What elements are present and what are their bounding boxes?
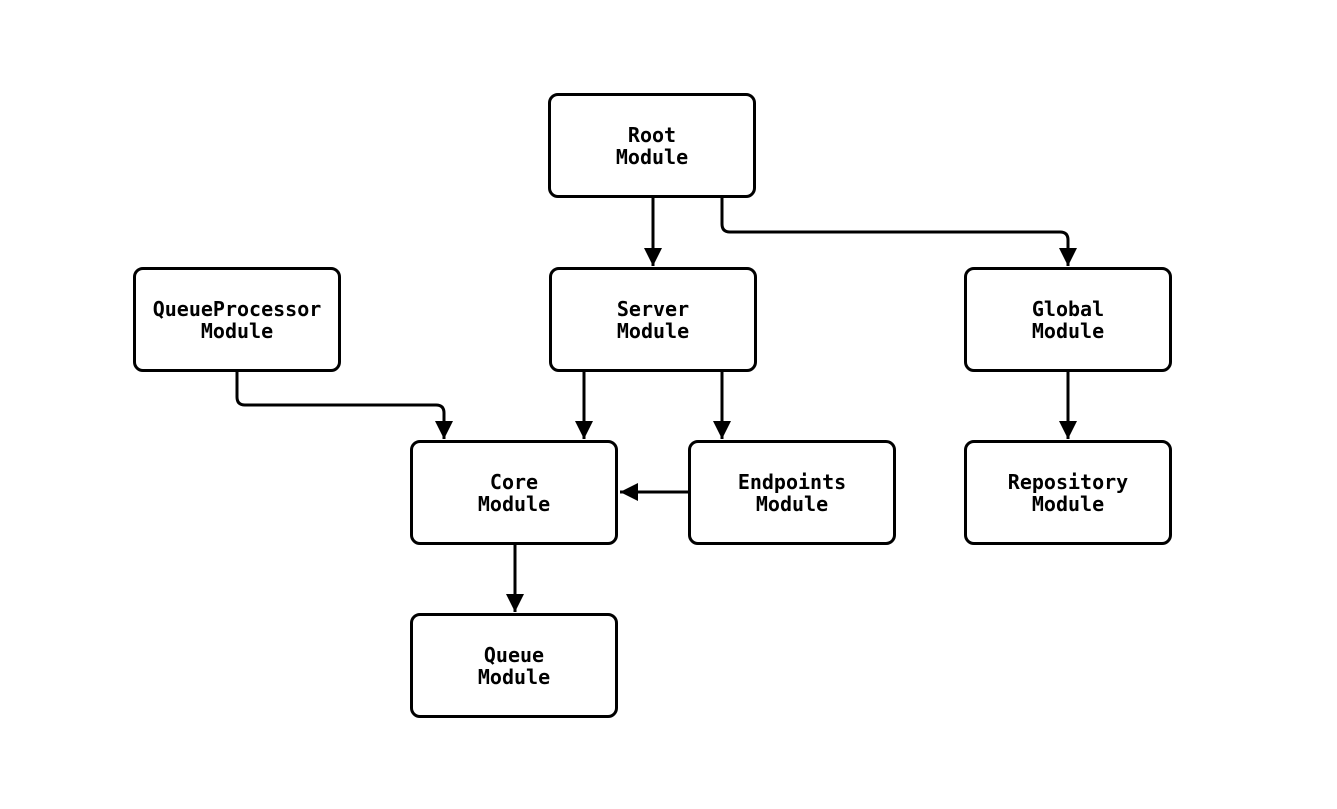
node-queueprocessor-module: QueueProcessor Module (133, 267, 341, 372)
node-label-line: Global (1031, 296, 1105, 321)
edge-root-to-global (720, 197, 1077, 266)
node-label-line: Module (200, 318, 274, 343)
node-label-line: Server (616, 296, 690, 321)
node-label-line: Module (477, 491, 551, 516)
node-root-module: Root Module (548, 93, 756, 198)
node-label-line: Module (616, 318, 690, 343)
node-label-line: Repository (1007, 469, 1129, 494)
node-label-line: QueueProcessor (152, 296, 322, 321)
node-endpoints-module: Endpoints Module (688, 440, 896, 545)
node-label-line: Module (477, 664, 551, 689)
node-label-line: Root (627, 122, 677, 147)
node-server-module: Server Module (549, 267, 757, 372)
node-label-line: Core (489, 469, 539, 494)
node-repository-module: Repository Module (964, 440, 1172, 545)
node-label-line: Module (615, 144, 689, 169)
node-queue-module: Queue Module (410, 613, 618, 718)
node-label-line: Module (755, 491, 829, 516)
edge-queueprocessor-to-core (235, 371, 453, 439)
node-label-line: Module (1031, 318, 1105, 343)
node-label-line: Queue (483, 642, 545, 667)
node-label-line: Module (1031, 491, 1105, 516)
node-label-line: Endpoints (737, 469, 847, 494)
node-core-module: Core Module (410, 440, 618, 545)
node-global-module: Global Module (964, 267, 1172, 372)
